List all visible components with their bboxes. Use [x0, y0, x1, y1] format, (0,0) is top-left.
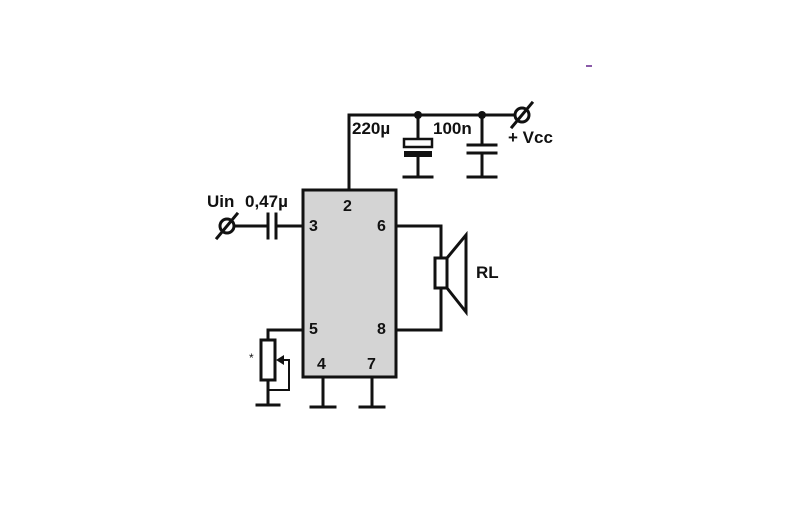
pin-3-label: 3 [309, 218, 318, 235]
vcc-terminal-icon[interactable] [509, 100, 535, 130]
wiper-mark: * [249, 351, 254, 365]
pin-4-label: 4 [317, 356, 326, 373]
input-cap-label: 0,47µ [245, 192, 288, 211]
ic-body [301, 188, 398, 379]
potentiometer-icon [255, 328, 305, 407]
pin-2-label: 2 [343, 198, 352, 215]
ceramic-capacitor-icon [466, 113, 498, 179]
pin2-supply-wire [347, 113, 524, 192]
pin-5-label: 5 [309, 321, 318, 338]
speaker-icon [433, 230, 468, 317]
input-coupling-capacitor-icon [232, 212, 305, 240]
pin6-load-wire [394, 224, 443, 260]
ground-leg-pin4 [309, 375, 337, 409]
pin-6-label: 6 [377, 218, 386, 235]
ceramic-cap-label: 100n [433, 119, 472, 138]
input-label: Uin [207, 192, 234, 211]
electrolytic-capacitor-icon [402, 113, 434, 179]
pin-7-label: 7 [367, 356, 376, 373]
load-label: RL [476, 263, 499, 282]
pin8-load-wire [394, 286, 443, 332]
vcc-label: + Vcc [508, 128, 553, 147]
ground-leg-pin7 [358, 375, 386, 409]
pin-8-label: 8 [377, 321, 386, 338]
electrolytic-cap-label: 220µ [352, 119, 390, 138]
